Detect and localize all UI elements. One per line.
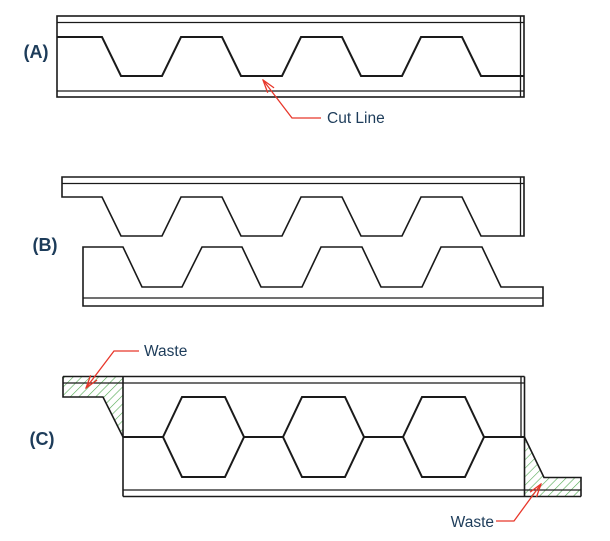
hexagonal-opening-1 (161, 396, 246, 478)
panel-c: (C) (30, 343, 582, 531)
beam-b-top-half-outline (61, 176, 525, 237)
waste-top-leader-arrow (86, 350, 139, 388)
panel-b-label: (B) (33, 235, 58, 255)
beam-a-outline (56, 15, 525, 98)
beam-b-bottom-half-outline (82, 246, 544, 307)
waste-label-bottom: Waste (451, 514, 494, 531)
panel-a-label: (A) (24, 42, 49, 62)
beam-a-zigzag-cut-line (57, 36, 524, 77)
waste-label-top: Waste (144, 343, 187, 360)
hexagonal-opening-2 (281, 396, 366, 478)
panel-a: (A) Cut Line (24, 15, 525, 127)
waste-hatch-left (63, 376, 123, 437)
waste-hatch-right (524, 437, 581, 497)
beam-c-right-waste-outline (523, 436, 582, 497)
beam-c-left-waste-outline (62, 376, 124, 438)
cut-line-leader-arrow (263, 80, 321, 119)
panel-c-label: (C) (30, 429, 55, 449)
hexagonal-opening-3 (401, 396, 486, 478)
cut-line-label: Cut Line (327, 110, 385, 127)
panel-b: (B) (33, 176, 544, 307)
waste-bottom-leader-arrow (496, 484, 541, 522)
